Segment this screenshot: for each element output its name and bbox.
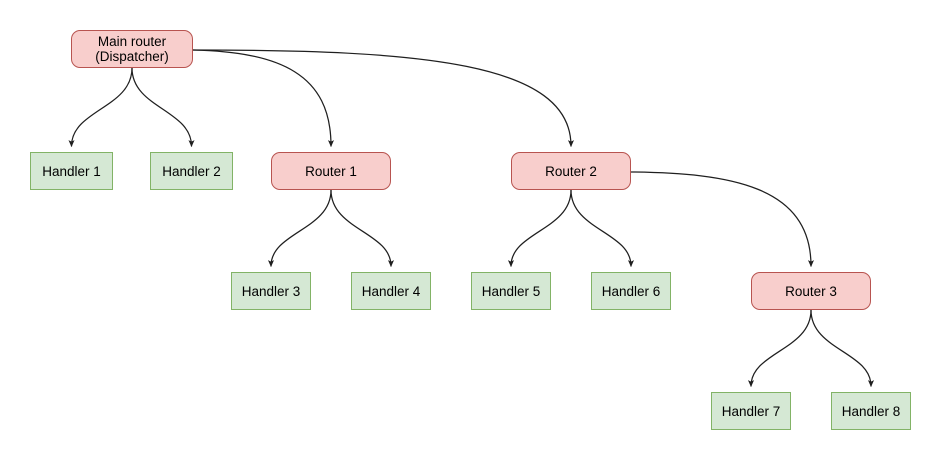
node-handler-1[interactable]: Handler 1 (30, 152, 113, 190)
edge-router-2-to-handler-5 (507, 189, 572, 268)
node-handler-2[interactable]: Handler 2 (150, 152, 233, 190)
node-handler-4[interactable]: Handler 4 (351, 272, 431, 310)
node-label: Handler 2 (162, 163, 221, 179)
node-label: Main router (Dispatcher) (95, 34, 169, 64)
node-label: Handler 1 (42, 163, 101, 179)
node-router-2[interactable]: Router 2 (511, 152, 631, 190)
node-main-router[interactable]: Main router (Dispatcher) (71, 30, 193, 68)
edge-router-2-to-router-3 (630, 171, 815, 268)
node-handler-7[interactable]: Handler 7 (711, 392, 791, 430)
edge-router-3-to-handler-7 (747, 309, 812, 388)
node-handler-8[interactable]: Handler 8 (831, 392, 911, 430)
node-handler-6[interactable]: Handler 6 (591, 272, 671, 310)
node-label: Handler 8 (841, 403, 901, 419)
node-label: Router 3 (785, 283, 837, 299)
node-label: Handler 4 (361, 283, 421, 299)
edge-main-router-to-handler-1 (68, 67, 133, 148)
edge-router-1-to-handler-4 (330, 189, 395, 268)
node-label: Router 1 (305, 163, 357, 179)
edge-router-3-to-handler-8 (810, 309, 875, 388)
edge-main-router-to-router-1 (192, 49, 335, 148)
node-router-1[interactable]: Router 1 (271, 152, 391, 190)
edge-main-router-to-router-2 (192, 49, 575, 148)
edge-router-2-to-handler-6 (570, 189, 635, 268)
edge-main-router-to-handler-2 (131, 67, 195, 148)
edge-router-1-to-handler-3 (267, 189, 332, 268)
node-router-3[interactable]: Router 3 (751, 272, 871, 310)
node-handler-3[interactable]: Handler 3 (231, 272, 311, 310)
node-label: Router 2 (545, 163, 597, 179)
node-handler-5[interactable]: Handler 5 (471, 272, 551, 310)
node-label: Handler 5 (481, 283, 541, 299)
node-label: Handler 3 (241, 283, 301, 299)
node-label: Handler 6 (601, 283, 661, 299)
node-label: Handler 7 (721, 403, 781, 419)
